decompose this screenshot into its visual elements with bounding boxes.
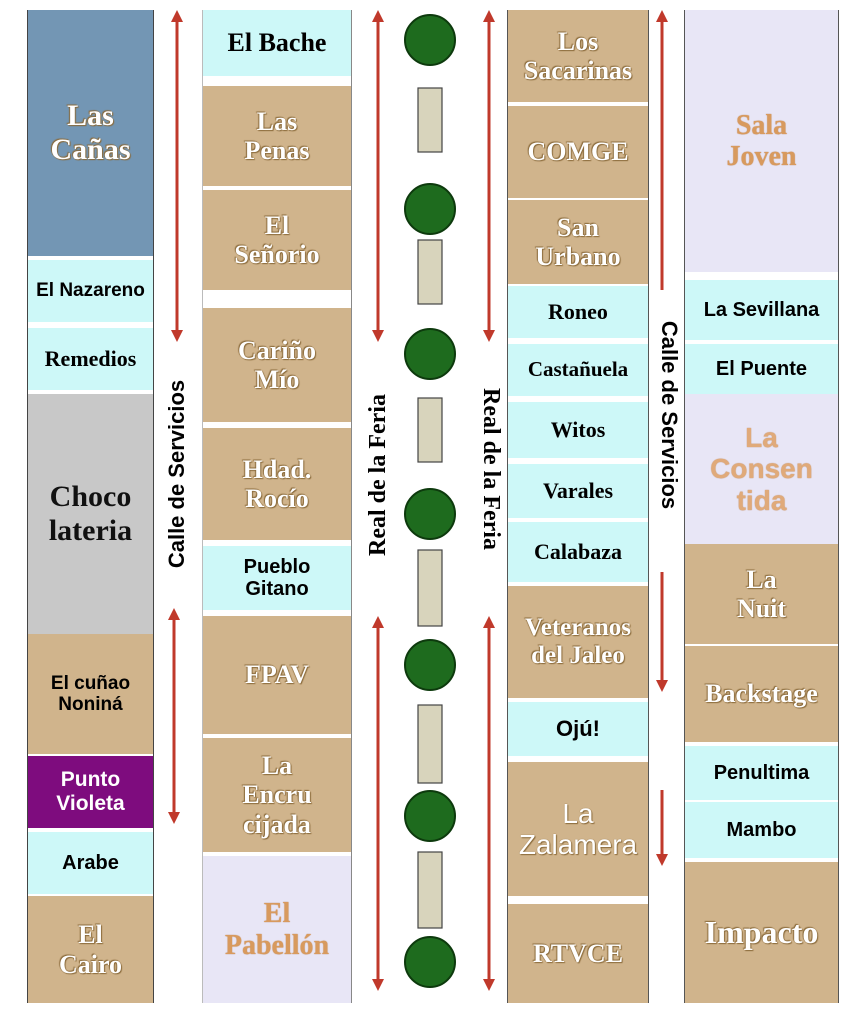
tree-icon [404, 936, 456, 988]
booth-label: El Señorio [234, 210, 320, 269]
booth-label: El Nazareno [36, 280, 145, 302]
booth-label: Choco lateria [48, 480, 133, 547]
booth-label: Penultima [713, 761, 810, 784]
booth-label: El cuñao Noniná [50, 672, 131, 715]
booth-label: Ojú! [556, 715, 600, 741]
booth-pueblo-gitano[interactable]: Pueblo Gitano [203, 546, 351, 610]
booth-castanuela[interactable]: Castañuela [508, 344, 648, 396]
booth-label: Calabaza [534, 538, 622, 564]
booth-impacto[interactable]: Impacto [685, 862, 838, 1003]
street-label-real-left: Real de la Feria [365, 394, 391, 556]
booth-remedios[interactable]: Remedios [28, 328, 153, 390]
booth-el-pabellon[interactable]: El Pabellón [203, 856, 351, 1003]
bench-icon [417, 87, 443, 153]
booth-label: El Puente [715, 357, 808, 380]
booth-mambo[interactable]: Mambo [685, 802, 838, 858]
booth-label: El Cairo [58, 920, 123, 979]
booth-backstage[interactable]: Backstage [685, 646, 838, 742]
booth-label: La Encru cijada [242, 751, 312, 839]
booth-san-urbano[interactable]: San Urbano [508, 200, 648, 284]
booth-column-1: Las Cañas El Nazareno Remedios Choco lat… [27, 10, 154, 1003]
booth-label: Remedios [44, 345, 137, 371]
booth-la-consentida[interactable]: La Consen tida [685, 394, 838, 544]
booth-label: Veteranos del Jaleo [524, 614, 631, 669]
booth-la-sevillana[interactable]: La Sevillana [685, 280, 838, 340]
booth-penultima[interactable]: Penultima [685, 746, 838, 800]
booth-label: Backstage [705, 679, 818, 709]
booth-column-2: El Bache Las Penas El Señorio Cariño Mío… [202, 10, 352, 1003]
booth-label: Las Penas [244, 106, 310, 165]
tree-icon [404, 328, 456, 380]
booth-label: Varales [542, 477, 614, 503]
booth-label: La Consen tida [710, 421, 813, 516]
booth-las-canas[interactable]: Las Cañas [28, 10, 153, 256]
booth-el-cunao-nonina[interactable]: El cuñao Noniná [28, 634, 153, 754]
street-label-service-right: Calle de Servicios [657, 320, 682, 510]
tree-icon [404, 14, 456, 66]
booth-label: COMGE [527, 137, 629, 167]
bench-icon [417, 239, 443, 305]
booth-carino-mio[interactable]: Cariño Mío [203, 308, 351, 422]
booth-chocolateria[interactable]: Choco lateria [28, 394, 153, 634]
street-label-service-left: Calle de Servicios [164, 379, 189, 569]
bench-icon [417, 851, 443, 929]
booth-comge[interactable]: COMGE [508, 106, 648, 198]
booth-label: Mambo [726, 818, 797, 841]
booth-label: La Nuit [736, 564, 787, 623]
booth-punto-violeta[interactable]: Punto Violeta [28, 756, 153, 828]
booth-roneo[interactable]: Roneo [508, 286, 648, 338]
booth-label: Hdad. Rocío [242, 454, 312, 513]
booth-label: Sala Joven [726, 109, 797, 172]
booth-hdad-rocio[interactable]: Hdad. Rocío [203, 428, 351, 540]
booth-la-encrucijada[interactable]: La Encru cijada [203, 738, 351, 852]
booth-label: Punto Violeta [56, 768, 125, 815]
booth-label: RTVCE [532, 938, 624, 968]
booth-calabaza[interactable]: Calabaza [508, 522, 648, 582]
bench-icon [417, 397, 443, 463]
booth-el-puente[interactable]: El Puente [685, 344, 838, 394]
tree-icon [404, 790, 456, 842]
booth-column-4: Los Sacarinas COMGE San Urbano Roneo Cas… [507, 10, 649, 1003]
booth-label: Impacto [704, 913, 819, 950]
booth-oju[interactable]: Ojú! [508, 702, 648, 756]
booth-la-zalamera[interactable]: La Zalamera [508, 762, 648, 896]
booth-label: El Bache [227, 28, 327, 58]
booth-veteranos-del-jaleo[interactable]: Veteranos del Jaleo [508, 586, 648, 698]
street-label-real-right: Real de la Feria [478, 388, 504, 550]
booth-fpav[interactable]: FPAV [203, 616, 351, 734]
tree-icon [404, 183, 456, 235]
booth-label: Arabe [62, 851, 119, 874]
booth-label: Roneo [548, 298, 608, 324]
booth-la-nuit[interactable]: La Nuit [685, 544, 838, 644]
booth-label: La Sevillana [703, 298, 820, 321]
booth-label: El Pabellón [224, 898, 330, 961]
bench-icon [417, 549, 443, 627]
booth-label: San Urbano [535, 212, 621, 271]
booth-label: La Zalamera [518, 797, 638, 860]
booth-las-penas[interactable]: Las Penas [203, 86, 351, 186]
booth-label: Cariño Mío [238, 335, 316, 394]
tree-icon [404, 639, 456, 691]
bench-icon [417, 704, 443, 784]
booth-label: Pueblo Gitano [243, 555, 311, 600]
booth-el-senorio[interactable]: El Señorio [203, 190, 351, 290]
booth-los-sacarinas[interactable]: Los Sacarinas [508, 10, 648, 102]
booth-arabe[interactable]: Arabe [28, 832, 153, 894]
booth-witos[interactable]: Witos [508, 402, 648, 458]
booth-label: FPAV [244, 660, 310, 690]
booth-label: Los Sacarinas [523, 26, 633, 85]
booth-rtvce[interactable]: RTVCE [508, 904, 648, 1003]
booth-el-cairo[interactable]: El Cairo [28, 896, 153, 1003]
booth-el-bache[interactable]: El Bache [203, 10, 351, 76]
booth-label: Las Cañas [50, 99, 131, 166]
booth-varales[interactable]: Varales [508, 464, 648, 518]
booth-label: Witos [550, 416, 606, 442]
booth-column-5: Sala Joven La Sevillana El Puente La Con… [684, 10, 839, 1003]
tree-icon [404, 488, 456, 540]
booth-el-nazareno[interactable]: El Nazareno [28, 260, 153, 322]
booth-sala-joven[interactable]: Sala Joven [685, 10, 838, 272]
booth-label: Castañuela [527, 357, 629, 382]
